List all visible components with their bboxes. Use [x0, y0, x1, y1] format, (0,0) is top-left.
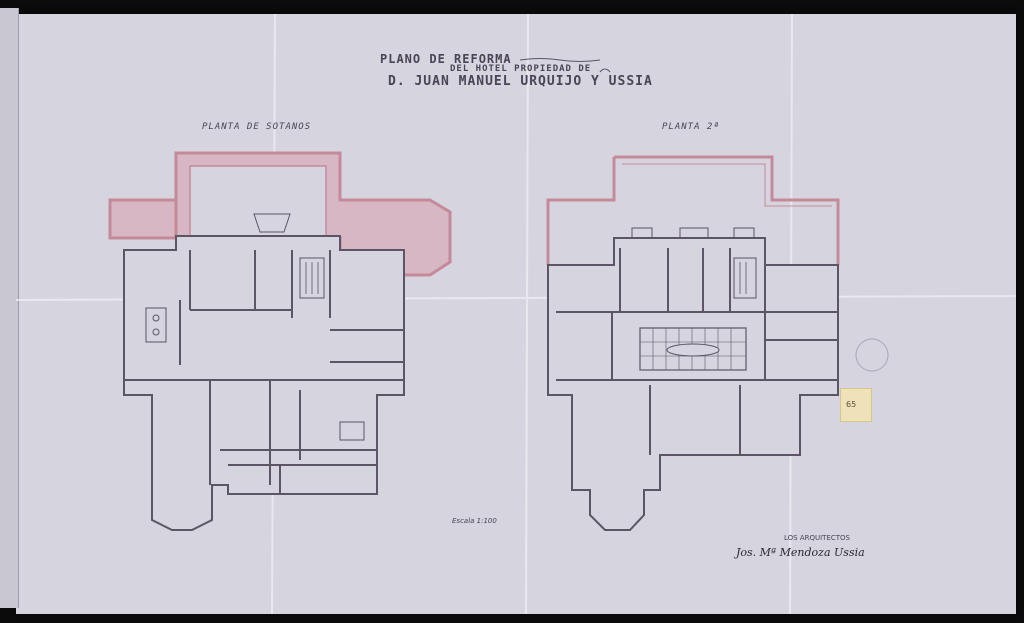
archive-sticker-number: 65 — [846, 400, 857, 409]
basement-plan — [108, 151, 452, 531]
basement-outer-wall — [123, 235, 405, 531]
second-floor-outer-wall — [547, 237, 839, 531]
title-ornaments — [519, 58, 611, 73]
sheet-binding-edge — [0, 8, 19, 608]
faint-stamp — [855, 338, 889, 372]
architects-label: LOS ARQUITECTOS — [784, 534, 850, 542]
second-floor-plan-title: PLANTA 2ª — [662, 122, 720, 132]
drawing-title-line2: DEL HOTEL PROPIEDAD DE — [450, 64, 592, 74]
second-floor-plan — [546, 155, 840, 531]
drawing-title-line3: D. JUAN MANUEL URQUIJO Y USSIA — [388, 74, 653, 89]
scale-label: Escala 1:100 — [452, 517, 497, 525]
basement-plan-title: PLANTA DE SOTANOS — [202, 122, 312, 132]
second-floor-terrace — [546, 155, 840, 265]
architect-signature: Jos. Mª Mendoza Ussia — [736, 546, 865, 559]
archive-sticker — [840, 388, 872, 422]
drawing-title-line1: PLANO DE REFORMA — [380, 52, 512, 66]
